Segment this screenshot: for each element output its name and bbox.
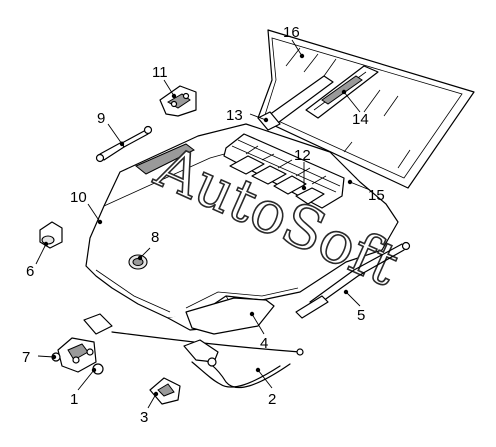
insulation-pad-part (185, 297, 275, 335)
callout-5: 5 (357, 307, 365, 324)
callout-8: 8 (151, 229, 159, 246)
lock-assembly-part (51, 313, 113, 375)
callout-14: 14 (352, 111, 369, 128)
bump-stop-part (39, 221, 63, 249)
callout-13: 13 (226, 107, 243, 124)
cable-connector-part (183, 339, 219, 367)
callout-3: 3 (140, 409, 148, 426)
callout-11: 11 (152, 64, 168, 81)
hood-strip (135, 143, 195, 175)
callout-6: 6 (26, 263, 34, 280)
callout-9: 9 (97, 110, 105, 127)
callout-7: 7 (22, 349, 30, 366)
wiper-arm-part (257, 75, 334, 131)
callout-10: 10 (70, 189, 87, 206)
callout-1: 1 (70, 391, 78, 408)
leader-lines (35, 39, 371, 409)
latch-striker-part (149, 377, 181, 405)
callout-labels: 16 11 13 14 9 12 15 10 8 6 4 5 7 1 3 2 (22, 24, 385, 426)
callout-4: 4 (260, 335, 268, 352)
cable-handle-part (295, 241, 411, 319)
callout-15: 15 (368, 187, 385, 204)
callout-16: 16 (283, 24, 300, 41)
cowl-grille-part (223, 133, 345, 209)
gas-strut-part (95, 125, 153, 163)
hinge-part (159, 85, 197, 117)
callout-12: 12 (294, 147, 311, 164)
windshield (257, 29, 475, 189)
plug-part (128, 254, 148, 270)
callout-2: 2 (268, 391, 276, 408)
